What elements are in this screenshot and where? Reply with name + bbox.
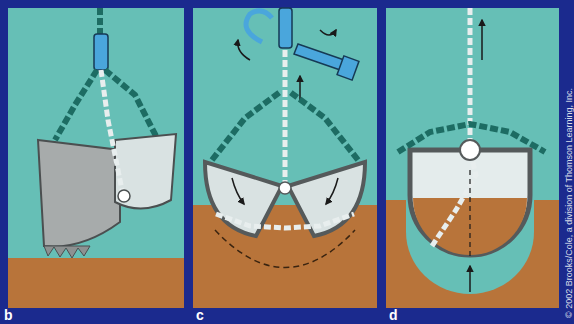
chain: [212, 92, 280, 160]
motion-arrow: [232, 178, 244, 204]
motion-arrow: [469, 266, 471, 292]
panel-background: [8, 8, 184, 308]
sediment: [193, 205, 377, 308]
copyright-watermark: © 2002 Brooks/Cole, a division of Thomso…: [561, 88, 574, 318]
motion-arrow: [326, 178, 338, 204]
jaw-teeth: [44, 246, 90, 258]
chain: [105, 70, 158, 140]
weight: [337, 56, 359, 80]
panel-background: [193, 8, 377, 308]
sediment: [8, 258, 184, 308]
chain: [283, 40, 288, 182]
closed-bucket: [410, 150, 530, 255]
motion-arrow: [299, 76, 301, 100]
dig-outline: [215, 230, 355, 268]
chain: [216, 214, 354, 228]
shackle: [279, 8, 292, 48]
center-line: [469, 170, 470, 256]
panel-background: [386, 8, 559, 308]
right-jaw: [115, 134, 176, 209]
chain: [55, 70, 97, 140]
chain: [101, 70, 122, 190]
hook: [246, 11, 272, 42]
panel-letter: d: [389, 307, 398, 323]
left-jaw: [38, 140, 120, 247]
motion-arrow: [238, 40, 250, 60]
panel-letter: c: [196, 307, 204, 323]
motion-arrow: [481, 20, 483, 60]
motion-arrow: [320, 30, 336, 35]
hinge: [460, 140, 480, 160]
panel-letter: b: [4, 307, 13, 323]
chain: [290, 92, 358, 160]
shackle: [94, 34, 108, 70]
hinge: [118, 190, 130, 202]
hinge: [279, 182, 291, 194]
